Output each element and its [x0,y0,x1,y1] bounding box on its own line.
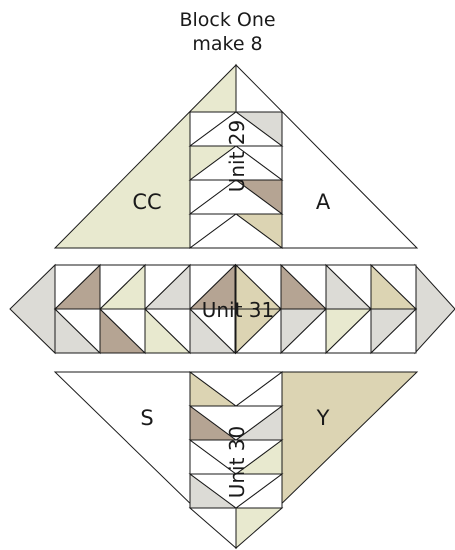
unit-31-end [9,263,56,355]
unit-30-label: Unit 30 [225,426,249,499]
unit-30-piece [188,507,237,550]
unit-31-piece [188,308,236,355]
piece-label-y: Y [316,406,330,430]
block-quantity: make 8 [192,33,263,55]
unit-29-label: Unit 29 [225,120,249,193]
unit-31-end [414,263,455,355]
unit-31-label: Unit 31 [202,298,275,322]
unit-30-piece [188,405,284,441]
unit-31-piece [54,264,102,311]
unit-31-piece [369,307,417,354]
piece-label-cc: CC [132,190,161,214]
unit-31-piece [144,264,192,311]
unit-31-piece [369,264,417,311]
quilt-pieces [9,63,455,550]
unit-31-piece [189,264,237,311]
piece-label-s: S [140,406,153,430]
piece-label-a: A [316,190,331,214]
block-title: Block One [179,9,276,31]
unit-30-piece [188,439,284,475]
unit-30-piece [188,473,284,509]
unit-30-piece [188,371,284,407]
unit-30-piece [235,507,284,550]
unit-31-piece [99,264,147,311]
